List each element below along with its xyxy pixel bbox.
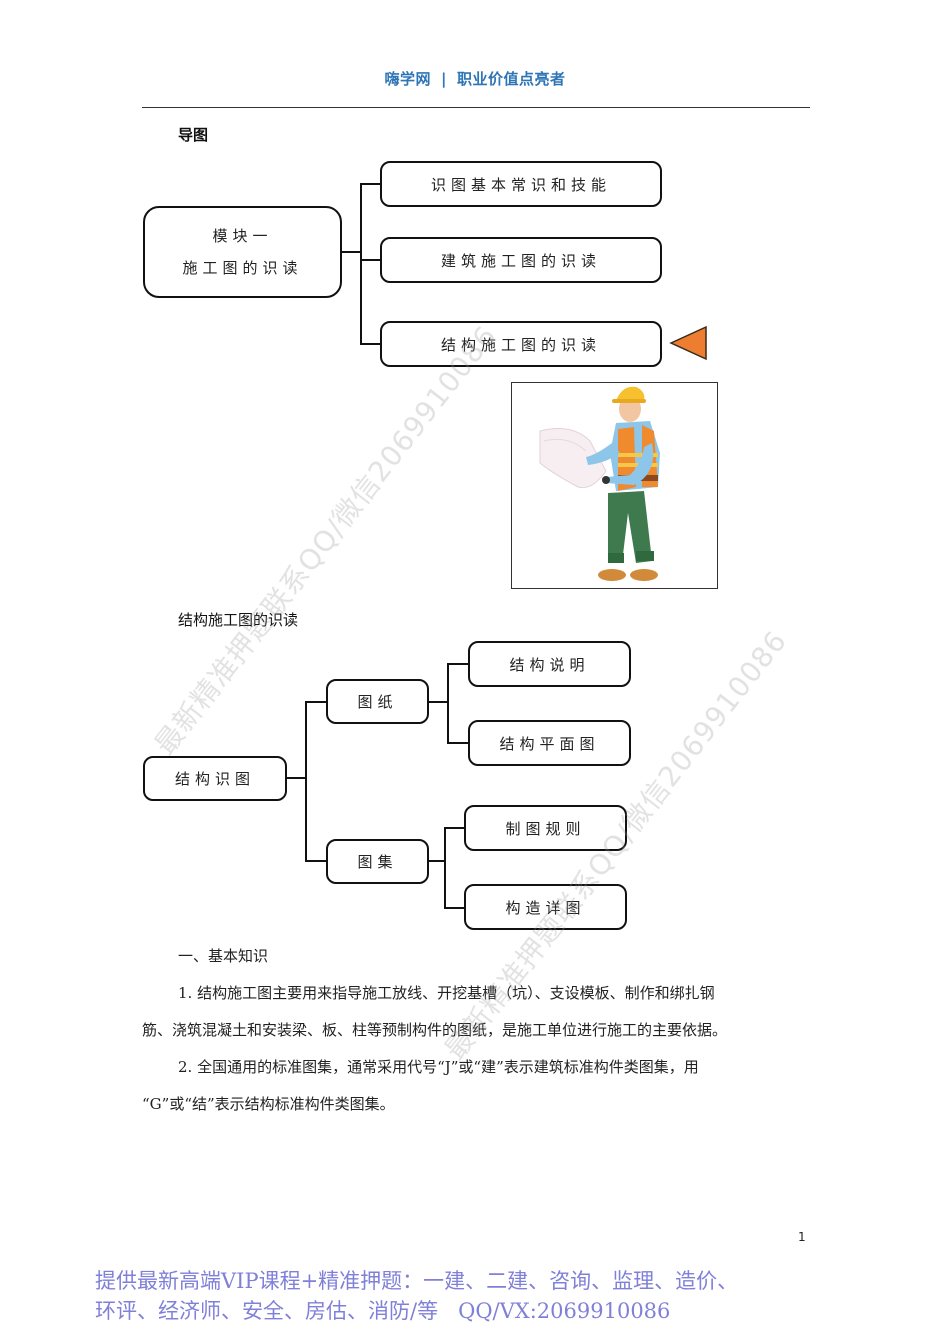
- connector: [444, 827, 465, 829]
- paragraph-2-line-1: 2. 全国通用的标准图集，通常采用代号“J”或“建”表示建筑标准构件类图集，用: [178, 1058, 699, 1076]
- paragraph-2: 2. 全国通用的标准图集，通常采用代号“J”或“建”表示建筑标准构件类图集，用 …: [142, 1049, 810, 1123]
- mindmap-branch-node: 图集: [326, 839, 429, 884]
- connector: [447, 663, 469, 665]
- connector: [305, 701, 307, 861]
- node-label: 图集: [357, 853, 398, 871]
- root-line-1: 模块一: [212, 227, 273, 245]
- mindmap-branch-node: 图纸: [326, 679, 429, 724]
- header-separator: |: [441, 70, 447, 88]
- node-label: 制图规则: [505, 819, 586, 838]
- footer-advertisement: 提供最新高端VIP课程+精准押题：一建、二建、咨询、监理、造价、 环评、经济师、…: [95, 1266, 855, 1326]
- heading-basic-knowledge: 一、基本知识: [178, 947, 269, 965]
- mindmap-leaf-node: 结构说明: [468, 641, 631, 687]
- header-divider: [142, 107, 810, 108]
- connector: [342, 251, 361, 253]
- connector: [429, 701, 449, 703]
- node-label: 结构说明: [509, 655, 590, 674]
- node-label: 构造详图: [505, 898, 586, 917]
- footer-ad-line-1: 提供最新高端VIP课程+精准押题：一建、二建、咨询、监理、造价、: [95, 1269, 739, 1293]
- mindmap-child-node: 识图基本常识和技能: [380, 161, 662, 207]
- site-slogan: 职业价值点亮者: [456, 70, 566, 88]
- paragraph-1-line-1: 1. 结构施工图主要用来指导施工放线、开挖基槽（坑）、支设模板、制作和绑扎钢: [178, 984, 715, 1002]
- connector: [447, 663, 449, 743]
- node-label: 图纸: [357, 693, 398, 711]
- node-label: 建筑施工图的识读: [440, 251, 601, 270]
- worker-illustration: [511, 382, 718, 589]
- node-label: 结构平面图: [499, 734, 600, 753]
- mindmap-leaf-node: 制图规则: [464, 805, 627, 851]
- mindmap-root-node: 结构识图: [143, 756, 287, 801]
- construction-worker-icon: [539, 386, 660, 581]
- footer-ad-line-2: 环评、经济师、安全、房估、消防/等 QQ/VX:2069910086: [95, 1299, 671, 1323]
- connector: [444, 827, 446, 908]
- mindmap-leaf-node: 结构平面图: [468, 720, 631, 766]
- node-label: 结构识图: [174, 770, 255, 788]
- section-label-guide: 导图: [178, 126, 209, 144]
- connector: [360, 183, 381, 185]
- connector: [360, 183, 362, 345]
- connector: [429, 860, 446, 862]
- mindmap-root-node: 模块一 施工图的识读: [143, 206, 342, 298]
- node-label: 识图基本常识和技能: [430, 175, 611, 194]
- connector: [360, 259, 381, 261]
- mindmap-child-node: 建筑施工图的识读: [380, 237, 662, 283]
- mindmap-child-node-current: 结构施工图的识读: [380, 321, 662, 367]
- section-label-structure: 结构施工图的识读: [178, 611, 299, 629]
- connector: [360, 343, 381, 345]
- connector: [305, 701, 327, 703]
- header-title: 嗨学网 | 职业价值点亮者: [0, 68, 950, 89]
- current-marker-triangle-icon: [669, 325, 707, 361]
- connector: [305, 860, 327, 862]
- connector: [287, 777, 307, 779]
- paragraph-2-line-2: “G”或“结”表示结构标准构件类图集。: [142, 1095, 395, 1113]
- mindmap-leaf-node: 构造详图: [464, 884, 627, 930]
- root-line-2: 施工图的识读: [182, 259, 303, 277]
- paragraph-1-line-2: 筋、浇筑混凝土和安装梁、板、柱等预制构件的图纸，是施工单位进行施工的主要依据。: [142, 1021, 728, 1039]
- connector: [444, 907, 465, 909]
- paragraph-1: 1. 结构施工图主要用来指导施工放线、开挖基槽（坑）、支设模板、制作和绑扎钢 筋…: [142, 975, 810, 1049]
- watermark: 最新精准押题联系QQ/微信2069910086: [148, 319, 504, 762]
- page-number: 1: [798, 1230, 806, 1244]
- node-label: 结构施工图的识读: [440, 335, 601, 354]
- site-name: 嗨学网: [384, 70, 431, 88]
- connector: [447, 742, 469, 744]
